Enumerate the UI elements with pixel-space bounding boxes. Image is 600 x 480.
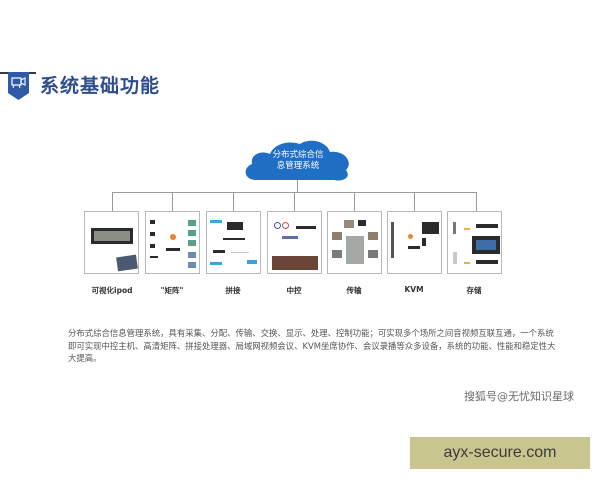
panel-label: 中控 (286, 286, 302, 295)
panel-kvm (387, 211, 442, 274)
cloud-node (245, 140, 349, 181)
panel-label: 可视化ipod (91, 286, 133, 295)
panel-splicing (206, 211, 261, 274)
panel-matrix (145, 211, 200, 274)
panel-central-control (267, 211, 322, 274)
page-title: 系统基础功能 (40, 75, 161, 97)
connector-drop (172, 192, 173, 211)
connector-drop (233, 192, 234, 211)
panel-label: "矩阵" (160, 286, 184, 295)
connector-drop (294, 192, 295, 211)
panel-label: KVM (404, 285, 424, 294)
panel-label: 拼接 (225, 286, 241, 295)
video-chat-icon (8, 72, 29, 100)
connector-drop (354, 192, 355, 211)
panel-transmission (327, 211, 382, 274)
connector-drop (414, 192, 415, 211)
connector-drop (112, 192, 113, 211)
panel-storage (447, 211, 502, 274)
description-paragraph: 分布式综合信息管理系统，具有采集、分配、传输、交换、显示、处理、控制功能；可实现… (68, 328, 556, 364)
panel-label: 传输 (346, 286, 362, 295)
panel-label: 存储 (466, 286, 482, 295)
connector-trunk (297, 180, 298, 193)
connector-drop (476, 192, 477, 211)
panel-visualization-ipod (84, 211, 139, 274)
watermark-banner: ayx-secure.com (410, 437, 590, 469)
source-credit: 搜狐号@无忧知识星球 (464, 390, 574, 403)
cloud-node-label: 分布式综合信 息管理系统 (272, 150, 324, 171)
